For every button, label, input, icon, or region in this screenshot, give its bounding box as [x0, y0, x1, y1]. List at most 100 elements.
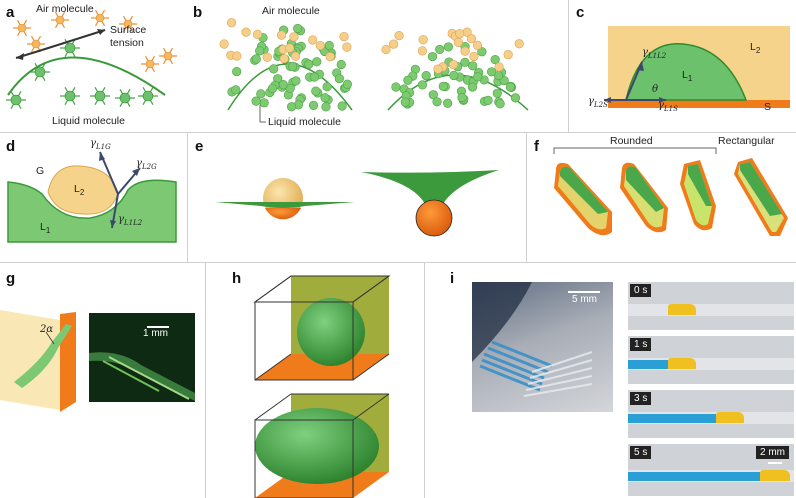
- label-g: G: [36, 165, 44, 177]
- liquid-molecule: [322, 103, 331, 112]
- air-molecule: [343, 43, 352, 52]
- time-label-1: 1 s: [630, 338, 651, 351]
- liquid-molecule: [435, 45, 444, 54]
- air-molecule: [96, 14, 104, 22]
- time-label-3: 3 s: [630, 392, 651, 405]
- channel-rounded-1: [554, 163, 612, 235]
- panel-g-diagram: 2α: [0, 262, 90, 412]
- liquid-molecule: [422, 71, 431, 80]
- rectangular-label: Rectangular: [718, 135, 775, 147]
- air-molecule: [18, 24, 26, 32]
- channel-rounded-2: [620, 163, 668, 233]
- air-molecule: [515, 39, 524, 48]
- air-molecule: [467, 34, 476, 43]
- liquid-molecule: [288, 62, 297, 71]
- liquid-molecule: [293, 24, 302, 33]
- air-molecule: [263, 53, 272, 62]
- air-molecule: [291, 52, 300, 61]
- liquid-molecule: [260, 99, 269, 108]
- liquid-molecule: [444, 43, 453, 52]
- air-molecule: [495, 63, 504, 72]
- liquid-molecule: [493, 89, 502, 98]
- sphere-floating-bottom: [265, 208, 301, 219]
- panel-a-diagram: Air molecule Surface tension Liquid mole…: [0, 0, 190, 132]
- liquid-molecule: [450, 71, 459, 80]
- channel-rectangular: [734, 158, 788, 236]
- surface-tension-label-2: tension: [110, 37, 144, 49]
- droplet-elongated: [255, 408, 379, 484]
- liquid-molecule: [143, 91, 153, 101]
- liquid-molecule: [65, 43, 75, 53]
- air-molecule: [449, 60, 458, 69]
- liquid-molecule: [338, 102, 347, 111]
- timelapse-frame-0: 0 s: [628, 282, 794, 330]
- liquid-molecule: [484, 96, 493, 105]
- panel-e-diagram: [187, 132, 526, 262]
- air-molecule-label: Air molecule: [262, 5, 320, 17]
- liquid-molecule: [312, 57, 321, 66]
- liquid-molecule: [255, 47, 264, 56]
- air-molecule: [227, 18, 236, 27]
- channel-rounded-3: [680, 160, 716, 230]
- panel-i-device-photo: 5 mm: [472, 282, 613, 412]
- panel-h-diagram: [205, 262, 424, 498]
- liquid-molecule: [337, 60, 346, 69]
- liquid-molecule: [310, 73, 319, 82]
- liquid-molecule: [496, 99, 505, 108]
- air-molecule: [473, 41, 482, 50]
- panel-g-microscope-image: 1 mm: [89, 313, 195, 402]
- liquid-molecule: [433, 98, 442, 107]
- liquid-film-flat: [215, 202, 355, 208]
- liquid-molecule: [292, 77, 301, 86]
- timelapse-frame-1: 1 s: [628, 336, 794, 384]
- air-molecule: [395, 31, 404, 40]
- liquid-molecule: [65, 91, 75, 101]
- solid-substrate: [608, 100, 790, 108]
- liquid-meniscus: [361, 170, 499, 204]
- liquid-molecule: [256, 90, 265, 99]
- air-molecule: [389, 40, 398, 49]
- liquid-molecule: [325, 41, 334, 50]
- liquid-molecule: [404, 76, 413, 85]
- liquid-molecule: [269, 65, 278, 74]
- air-molecule: [461, 47, 470, 56]
- liquid-molecule: [473, 73, 482, 82]
- liquid-molecule: [458, 93, 467, 102]
- air-molecule: [242, 28, 251, 37]
- air-molecule: [146, 60, 154, 68]
- air-molecule: [419, 35, 428, 44]
- air-molecule: [455, 29, 464, 38]
- rounded-label: Rounded: [610, 135, 653, 147]
- air-molecule: [290, 33, 299, 42]
- air-molecule: [308, 36, 317, 45]
- liquid-molecule: [428, 52, 437, 61]
- panel-b-diagram: Air molecule Liquid molecule: [190, 0, 568, 132]
- liquid-molecule: [305, 60, 314, 69]
- liquid-molecule: [309, 101, 318, 110]
- air-molecule: [470, 52, 479, 61]
- air-molecule: [32, 40, 40, 48]
- liquid-molecule-label: Liquid molecule: [268, 116, 341, 128]
- liquid-molecule: [461, 58, 470, 67]
- surface-tension-label-1: Surface: [110, 24, 146, 36]
- gamma-l2s: γL2S: [588, 96, 608, 109]
- droplet-sphere: [297, 298, 365, 366]
- separator-hi: [424, 262, 425, 498]
- liquid-molecule: [392, 83, 401, 92]
- liquid-molecule: [321, 93, 330, 102]
- scale-bar-label: 1 mm: [143, 328, 168, 339]
- liquid-molecule: [287, 102, 296, 111]
- air-molecule: [326, 52, 335, 61]
- liquid-molecule: [323, 82, 332, 91]
- air-molecule: [164, 52, 172, 60]
- liquid-molecule: [232, 86, 241, 95]
- liquid-molecule: [439, 82, 448, 91]
- angle-label: 2α: [39, 324, 53, 335]
- liquid-molecule: [95, 91, 105, 101]
- liquid-molecule: [418, 81, 427, 90]
- timelapse-frame-3: 3 s: [628, 390, 794, 438]
- liquid-molecule: [511, 94, 520, 103]
- air-molecule: [382, 45, 391, 54]
- liquid-molecule: [343, 80, 352, 89]
- channel-box-elongated: [255, 394, 389, 498]
